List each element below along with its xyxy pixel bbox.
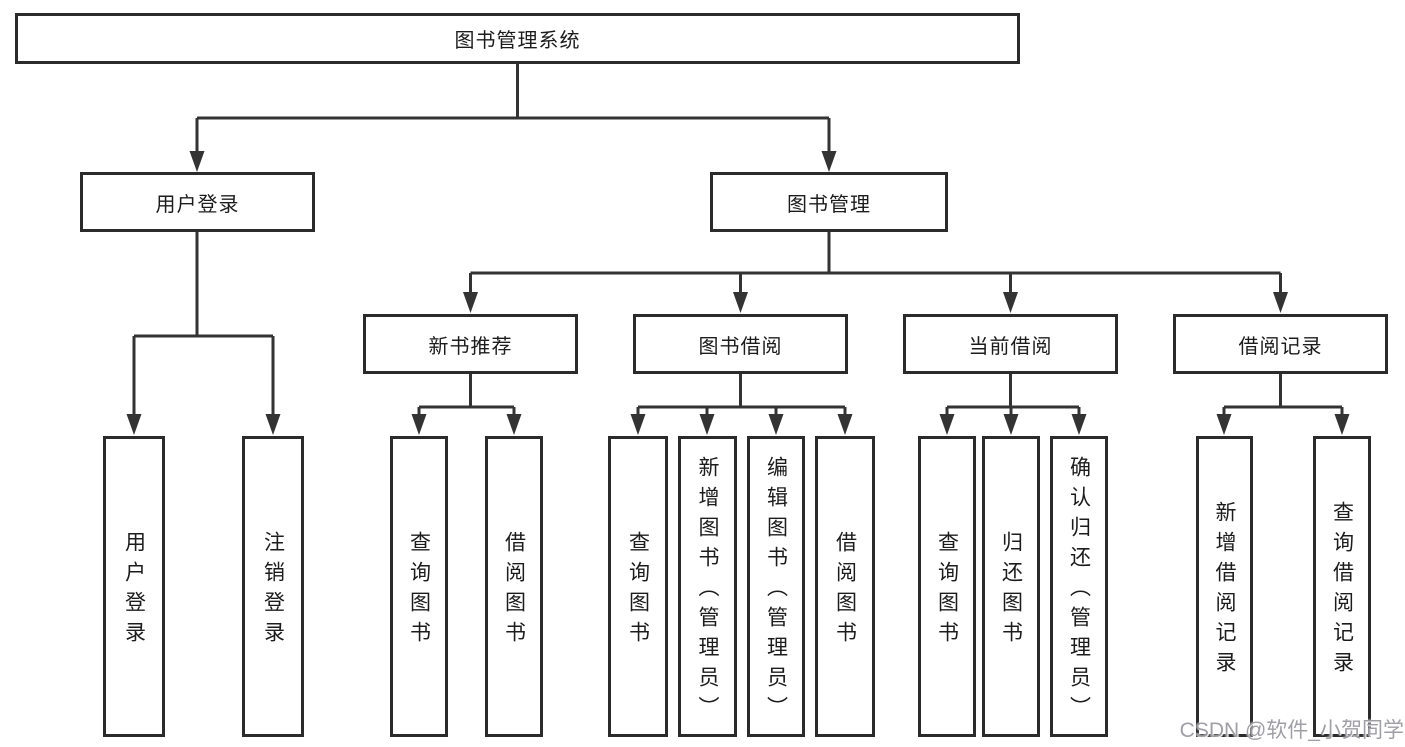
leaf-label: 借阅图书: [833, 531, 857, 651]
node-current-borrow-label: 当前借阅: [968, 335, 1053, 358]
leaf-label: 确认归还（管理员）: [1067, 456, 1091, 726]
node-root-label: 图书管理系统: [454, 30, 581, 52]
leaf-label: 编辑图书（管理员）: [764, 456, 788, 726]
node-borrow-record: 借阅记录: [1173, 314, 1388, 374]
leaf-query-borrow-record: 查询借阅记录: [1313, 436, 1371, 737]
leaf-label: 新增图书（管理员）: [696, 456, 719, 726]
node-book-borrow-label: 图书借阅: [698, 335, 783, 358]
leaf-confirm-return-admin: 确认归还（管理员）: [1050, 436, 1108, 737]
node-root: 图书管理系统: [15, 13, 1020, 64]
watermark: CSDN @软件_小贺同学: [1179, 719, 1404, 742]
node-book-management-label: 图书管理: [787, 193, 871, 216]
leaf-label: 归还图书: [999, 531, 1023, 651]
leaf-add-borrow-record: 新增借阅记录: [1196, 436, 1253, 737]
leaf-label: 用户登录: [122, 531, 146, 651]
node-new-book-recommend-label: 新书推荐: [428, 335, 513, 358]
leaf-borrow-book: 借阅图书: [815, 436, 875, 737]
node-new-book-recommend: 新书推荐: [363, 314, 578, 374]
node-book-borrow: 图书借阅: [633, 314, 848, 374]
leaf-query-book-borrow: 查询图书: [608, 436, 668, 737]
node-user-login-label: 用户登录: [155, 193, 240, 216]
leaf-label: 查询图书: [935, 531, 959, 651]
leaf-return-book: 归还图书: [982, 436, 1040, 737]
leaf-label: 查询图书: [407, 531, 431, 651]
leaf-label: 注销登录: [261, 531, 285, 651]
arrowheads: [126, 151, 1350, 435]
leaf-label: 借阅图书: [502, 531, 526, 651]
leaf-query-book-current: 查询图书: [918, 436, 976, 737]
leaf-borrow-book-recommend: 借阅图书: [485, 436, 543, 737]
leaf-add-book-admin: 新增图书（管理员）: [678, 436, 737, 737]
node-user-login: 用户登录: [80, 172, 315, 232]
leaf-query-book-recommend: 查询图书: [390, 436, 448, 737]
node-borrow-record-label: 借阅记录: [1238, 335, 1323, 358]
leaf-logout: 注销登录: [242, 436, 304, 737]
node-book-management: 图书管理: [710, 172, 948, 232]
leaf-label: 查询图书: [626, 531, 650, 651]
node-current-borrow: 当前借阅: [903, 314, 1118, 374]
leaf-label: 查询借阅记录: [1330, 501, 1354, 681]
leaf-user-login: 用户登录: [103, 436, 165, 737]
leaf-label: 新增借阅记录: [1213, 501, 1236, 681]
leaf-edit-book-admin: 编辑图书（管理员）: [747, 436, 805, 737]
